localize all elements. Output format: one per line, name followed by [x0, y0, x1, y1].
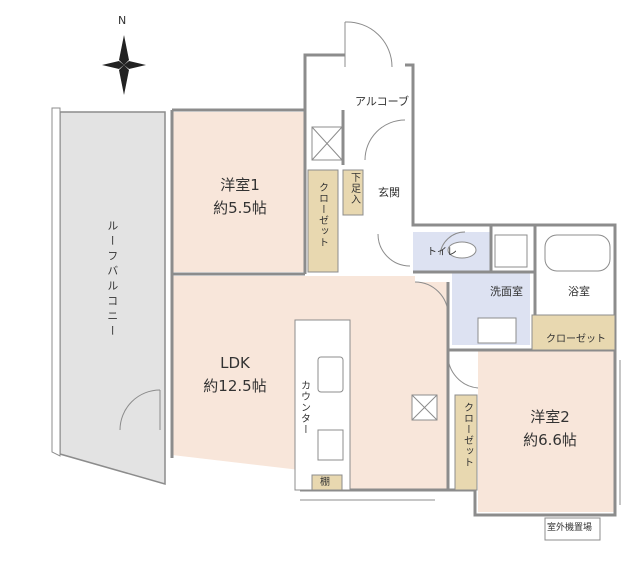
western-room-1-floor — [172, 112, 305, 272]
compass-north-label: N — [118, 14, 127, 27]
windows — [300, 360, 621, 505]
closet-western1 — [307, 169, 339, 273]
closet-bath — [531, 314, 616, 351]
pipe-shaft-2-x2 — [411, 394, 438, 421]
closet-western2-label: クローゼット — [461, 402, 473, 468]
shoe-storage — [342, 169, 364, 216]
washing-machine — [494, 234, 528, 268]
washroom-label: 洗面室 — [490, 285, 523, 298]
kitchen-counter — [294, 319, 351, 491]
compass-icon — [102, 35, 146, 95]
western-room-1-name: 洋室1 — [220, 176, 260, 194]
closet-western1-label: クローゼット — [316, 182, 328, 248]
kitchen-shelf — [311, 474, 343, 491]
roof-balcony-outer-edge — [51, 107, 61, 457]
shoe-storage-label: 下足入 — [348, 172, 360, 205]
bathtub — [544, 234, 611, 272]
bathroom-label: 浴室 — [568, 285, 590, 298]
entrance-label: 玄関 — [378, 186, 400, 199]
outdoor-unit-label: 室外機置場 — [547, 523, 593, 533]
ldk-name: LDK — [220, 354, 250, 372]
alcove-label: アルコーブ — [355, 95, 410, 108]
washbasin — [477, 317, 517, 344]
doors — [119, 21, 479, 431]
ldk-area: 約12.5帖 — [203, 377, 267, 395]
counter-label: カウンター — [298, 380, 310, 435]
pipe-shaft-1-x2 — [311, 126, 343, 161]
walls — [170, 53, 617, 517]
outdoor-unit-area — [544, 517, 601, 541]
kitchen-stove — [317, 429, 344, 461]
roof-balcony-label: ルーフバルコニー — [105, 220, 119, 340]
closet-bath-label: クローゼット — [546, 334, 606, 345]
western-room-2-name: 洋室2 — [530, 408, 570, 426]
western-room-2-area: 約6.6帖 — [523, 431, 577, 449]
western-room-1-area: 約5.5帖 — [213, 199, 267, 217]
hall-floor — [345, 225, 415, 276]
closet-western2 — [454, 394, 478, 491]
western-room-2-floor — [478, 350, 615, 512]
toilet-label: トイレ — [427, 247, 457, 258]
toilet-bowl — [447, 241, 477, 259]
shelf-label: 棚 — [320, 477, 330, 488]
kitchen-sink — [317, 356, 344, 393]
